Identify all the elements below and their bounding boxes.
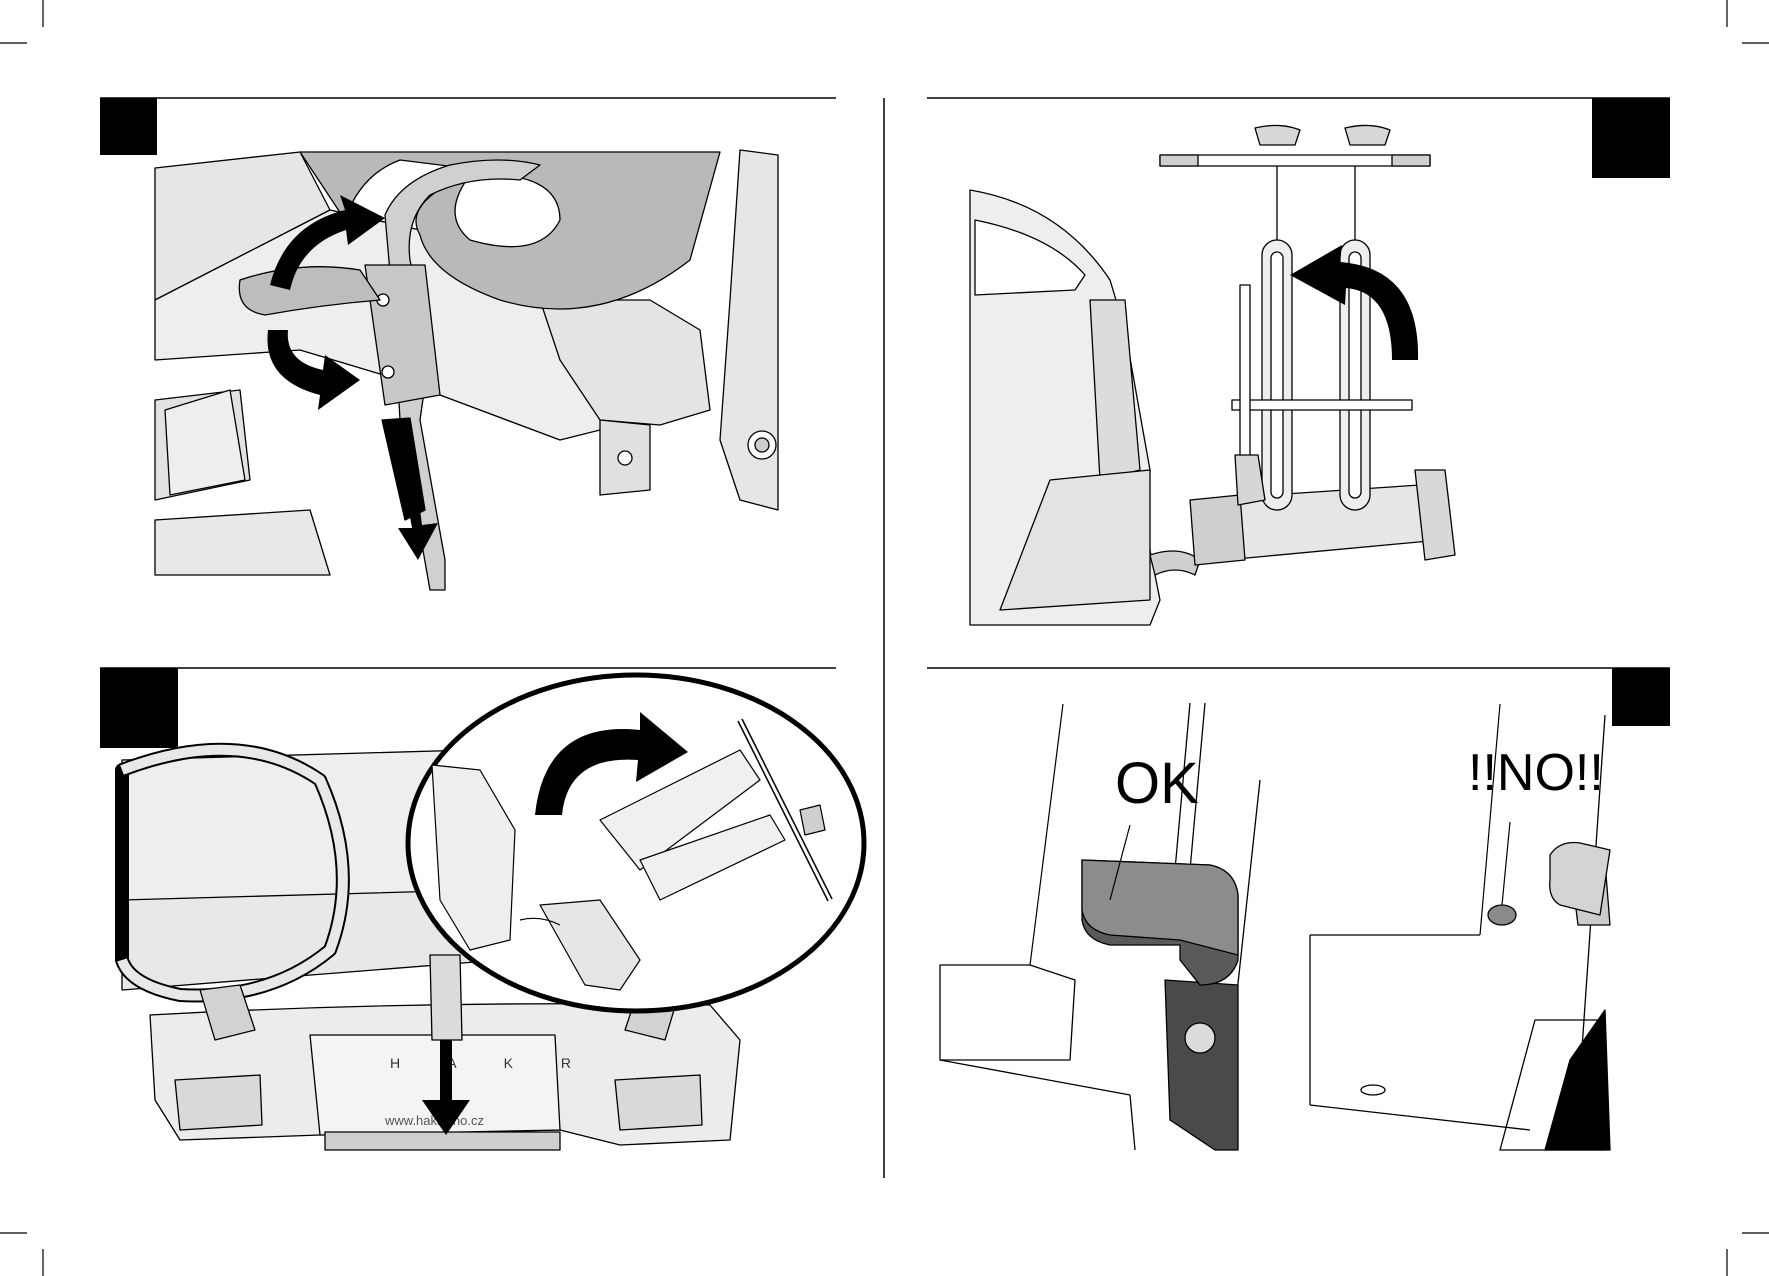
panel-top-right-illustration: [970, 125, 1455, 625]
carrier-brand-text: H A K R: [390, 1055, 593, 1071]
step-box-top-right: [1592, 98, 1670, 178]
step-box-bottom-right: [1612, 668, 1670, 726]
panel-top-left-illustration: [155, 150, 778, 590]
ok-label: OK: [1115, 750, 1199, 817]
step-box-top-left: [100, 98, 157, 155]
step-box-bottom-left: [100, 668, 178, 748]
no-label: !!NO!!: [1468, 743, 1604, 803]
inset-circle-bottom-left: [408, 675, 864, 1011]
